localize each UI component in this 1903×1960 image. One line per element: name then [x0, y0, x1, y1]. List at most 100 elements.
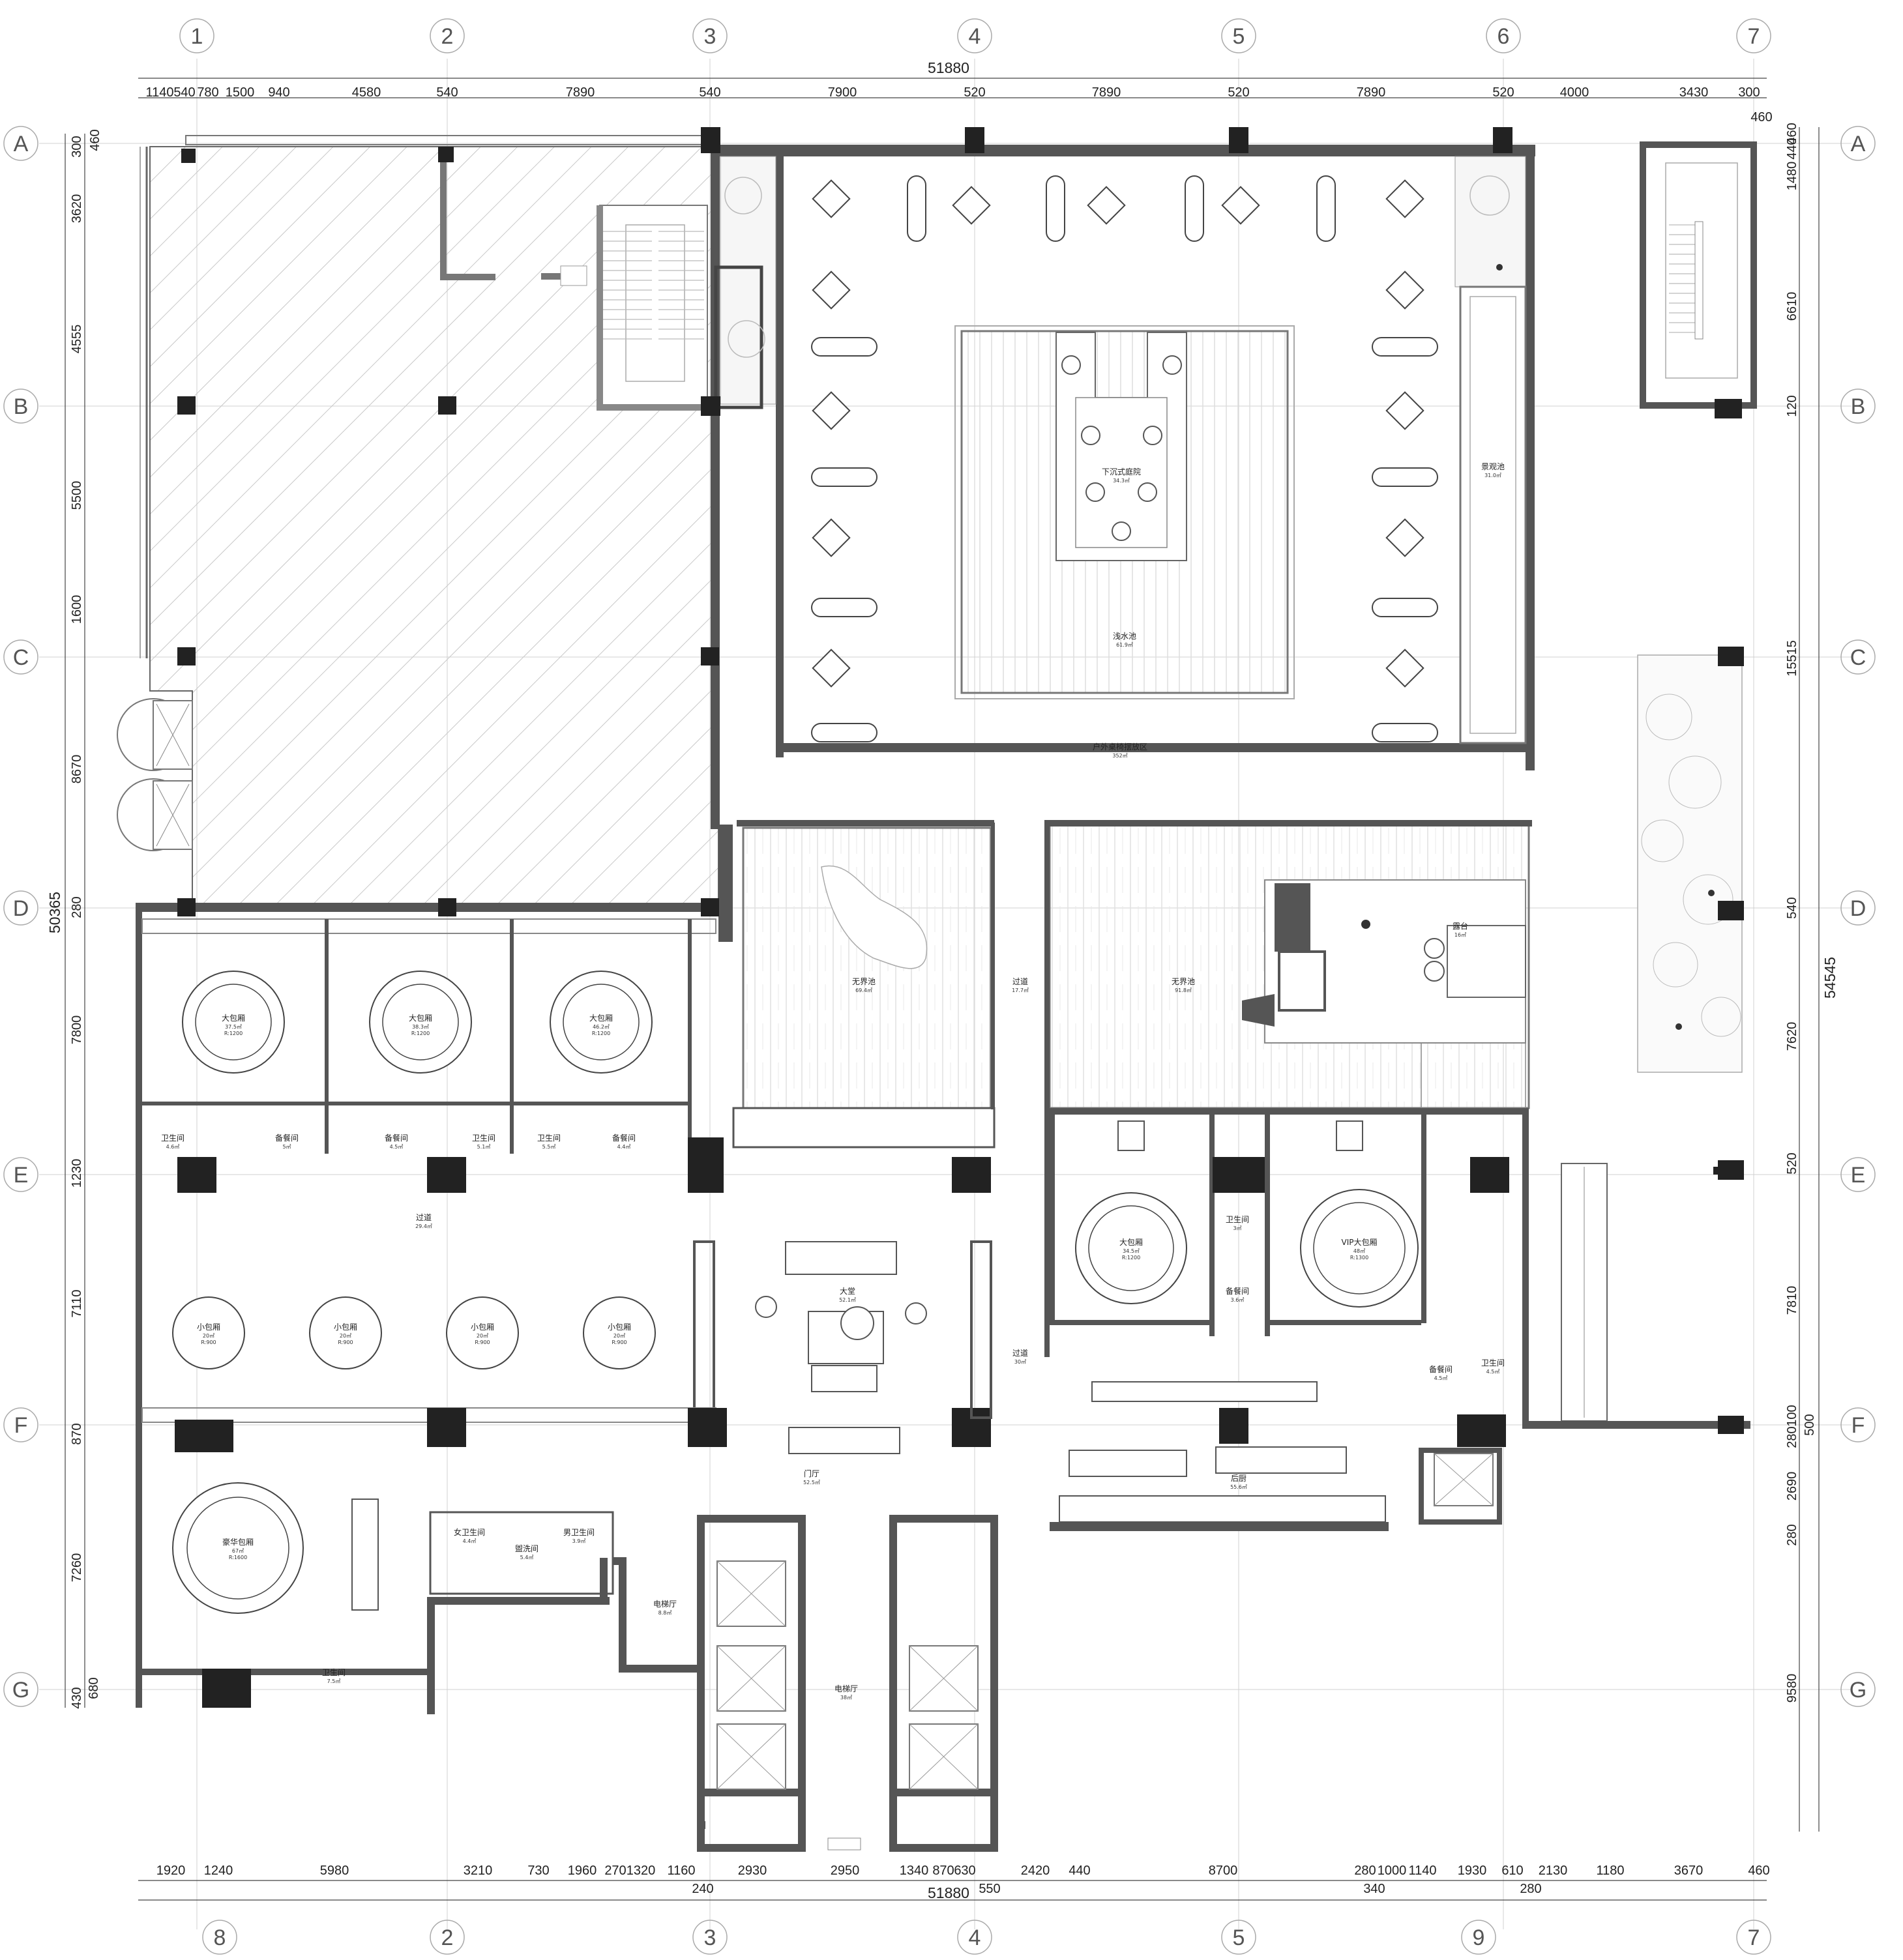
- dimension-value: 460: [1750, 110, 1772, 124]
- dimension-value: 3430: [1679, 85, 1709, 100]
- room-area: 91.8㎡: [1175, 987, 1192, 993]
- round-table: [369, 971, 472, 1074]
- dimension-value: 1000: [1378, 1864, 1407, 1878]
- room-name: 备餐间: [612, 1133, 636, 1143]
- room-name: 大包厢: [1119, 1238, 1143, 1247]
- structural-columns: [177, 127, 1512, 916]
- dimension-value: 4555: [70, 325, 84, 354]
- room-area: 67㎡: [232, 1548, 244, 1554]
- room-name: 备餐间: [385, 1133, 408, 1143]
- dimension-value: 500: [1803, 1414, 1817, 1435]
- dimension-value: 1600: [70, 595, 84, 624]
- room-area: 7.5㎡: [327, 1678, 341, 1684]
- total-height-left: 50365: [46, 892, 63, 933]
- dimension-chain-top: 51880 1140 540 780 1500 940 4580 540 789…: [138, 59, 1773, 124]
- stair-upper-right: [1640, 141, 1757, 409]
- dimension-value: 1480: [1785, 162, 1799, 191]
- round-table: [550, 971, 653, 1074]
- room-area: 61.9㎡: [1116, 642, 1133, 648]
- room-name: 备餐间: [275, 1133, 299, 1143]
- dimension-value: 460: [1785, 123, 1799, 144]
- room-area: 46.2㎡: [593, 1024, 610, 1030]
- room-area: 4.5㎡: [1434, 1375, 1448, 1381]
- room-size: R:900: [338, 1339, 353, 1345]
- room-area: 5㎡: [282, 1144, 291, 1150]
- axis-label: 3: [704, 24, 716, 49]
- room-size: R:900: [612, 1339, 627, 1345]
- outdoor-tables: [812, 179, 1424, 688]
- room-area: 20㎡: [340, 1333, 351, 1339]
- axis-label: G: [12, 1678, 29, 1703]
- room-area: 34.3㎡: [1113, 478, 1130, 484]
- room-name: 电梯厅: [834, 1684, 858, 1693]
- room-area: 30㎡: [1014, 1359, 1026, 1365]
- total-width-top: 51880: [928, 59, 969, 76]
- dimension-value: 1340: [900, 1864, 929, 1878]
- axis-label: 3: [704, 1925, 716, 1950]
- axis-label: A: [14, 132, 29, 156]
- axis-label: A: [1851, 132, 1866, 156]
- dimension-chain-left: 50365 300 460 3620 4555 5500 1600 8670 2…: [46, 129, 102, 1708]
- dimension-chain-right: 54545 460 440 1480 6610 120 15515 540 76…: [1785, 123, 1838, 1832]
- room-area: 8.8㎡: [658, 1610, 672, 1616]
- room-name: 过道: [1012, 1349, 1028, 1358]
- infinity-pools: 无界池 69.4㎡ 过道 17.7㎡ 无界池 91.8㎡ 露台 16㎡: [718, 820, 1532, 1357]
- room-name: 户外桌椅摆放区: [1093, 742, 1147, 752]
- room-name: 卫生间: [322, 1668, 346, 1677]
- room-area: 16㎡: [1454, 932, 1466, 938]
- room-area: 17.7㎡: [1012, 987, 1029, 993]
- room-name: 卫生间: [472, 1134, 495, 1143]
- dimension-value: 7900: [828, 85, 857, 100]
- dimension-value: 2930: [738, 1864, 767, 1878]
- room-name: 盥洗间: [515, 1544, 538, 1553]
- axis-labels-left: A B C D E F G: [3, 126, 38, 1707]
- room-name: 露台: [1453, 921, 1468, 931]
- dimension-value: 1960: [568, 1864, 597, 1878]
- room-name: 备餐间: [1226, 1286, 1249, 1296]
- room-area: 3.9㎡: [572, 1538, 586, 1544]
- dimension-value: 630: [954, 1864, 975, 1878]
- dimension-value: 940: [268, 85, 289, 100]
- axis-label: 8: [214, 1925, 226, 1950]
- room-area: 38㎡: [840, 1695, 852, 1701]
- dimension-value: 5500: [70, 481, 84, 510]
- dimension-value: 7890: [1092, 85, 1121, 100]
- room-area: 55.6㎡: [1230, 1484, 1247, 1490]
- axis-label: 7: [1748, 1925, 1760, 1950]
- axis-label: 4: [969, 1925, 981, 1950]
- axis-label: C: [1850, 645, 1866, 670]
- room-size: R:1200: [592, 1031, 610, 1036]
- room-name: 电梯厅: [653, 1600, 677, 1609]
- axis-label: B: [1851, 394, 1866, 419]
- room-area: 52.1㎡: [839, 1297, 856, 1303]
- dimension-value: 1240: [204, 1864, 233, 1878]
- dimension-value: 870: [932, 1864, 954, 1878]
- dimension-value: 440: [1785, 138, 1799, 159]
- dimension-value: 7890: [566, 85, 595, 100]
- room-name: 小包厢: [334, 1323, 357, 1332]
- dimension-value: 460: [1748, 1864, 1769, 1878]
- total-width-bottom: 51880: [928, 1884, 969, 1901]
- axis-label: C: [13, 645, 29, 670]
- room-area: 52.5㎡: [803, 1480, 820, 1485]
- dimension-value: 340: [1363, 1882, 1385, 1896]
- entrance-revolving-doors[interactable]: [117, 698, 193, 851]
- dimension-value: 540: [436, 85, 458, 100]
- room-area: 3㎡: [1233, 1225, 1241, 1231]
- elevator-core: 电梯厅 8.8㎡ 电梯厅 38㎡: [613, 1453, 1494, 1852]
- private-rooms-lower-left: 小包厢 20㎡ R:900 小包厢 20㎡ R:900 小包厢 20㎡ R:90…: [141, 1240, 991, 1452]
- room-name: 景观池: [1481, 462, 1505, 471]
- room-size: R:900: [475, 1339, 490, 1345]
- room-area: 20㎡: [613, 1333, 625, 1339]
- room-size: R:1200: [224, 1031, 243, 1036]
- dimension-value: 7800: [70, 1016, 84, 1045]
- room-name: 卫生间: [537, 1134, 561, 1143]
- dimension-value: 780: [197, 85, 218, 100]
- room-name: 过道: [1012, 977, 1028, 986]
- axis-label: 9: [1473, 1925, 1485, 1950]
- room-name: 小包厢: [197, 1323, 220, 1332]
- dimension-value: 540: [699, 85, 720, 100]
- luxury-room-area: 豪华包厢 67㎡ R:1600 女卫生间 4.4㎡ 盥洗间 5.4㎡ 男卫生间 …: [136, 1447, 614, 1714]
- dimension-value: 610: [1501, 1864, 1523, 1878]
- room-name: 男卫生间: [563, 1528, 595, 1537]
